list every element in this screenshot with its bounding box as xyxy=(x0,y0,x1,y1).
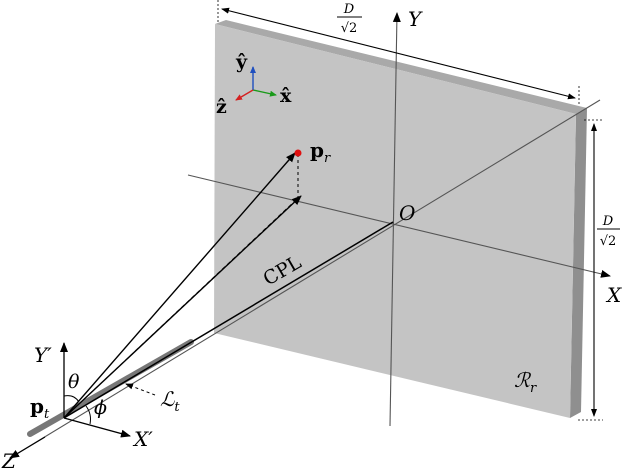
label-unit-x: x̂ xyxy=(280,85,292,107)
label-x-prime: X′ xyxy=(132,427,153,451)
x-axis xyxy=(187,174,611,278)
label-phi: ϕ xyxy=(94,397,107,419)
label-region: ℛr xyxy=(514,368,537,396)
label-pt-sub: t xyxy=(44,407,50,422)
dim-right-den: √2 xyxy=(600,234,617,249)
point-pr xyxy=(294,149,302,157)
dim-top-fraction: D √2 xyxy=(337,2,362,36)
label-unit-y: ŷ xyxy=(235,51,248,73)
label-pr-sub: r xyxy=(324,151,331,166)
label-lt: ℒt xyxy=(160,387,180,415)
label-pt-main: p xyxy=(30,394,44,418)
lt-pointer xyxy=(125,383,156,396)
ray-dashed xyxy=(63,198,298,419)
dimension-lines xyxy=(217,0,603,421)
label-x: X xyxy=(605,283,622,307)
cpl-line xyxy=(63,221,394,419)
z-axis xyxy=(9,99,601,459)
label-pr-main: p xyxy=(310,138,324,162)
label-pr: pr xyxy=(310,138,331,166)
label-y: Y xyxy=(408,7,423,31)
label-unit-z: ẑ xyxy=(216,96,227,118)
label-z: Z xyxy=(1,449,17,472)
local-axes xyxy=(60,342,156,438)
x-prime-axis xyxy=(63,417,131,438)
phi-arc xyxy=(85,405,91,425)
ray-to-pr xyxy=(63,152,296,419)
label-pt: pt xyxy=(30,394,50,422)
label-theta: θ xyxy=(68,371,80,393)
label-lt-main: ℒ xyxy=(160,387,175,411)
rays xyxy=(63,152,394,419)
label-y-prime: Y′ xyxy=(34,343,52,367)
z-axis-near xyxy=(9,436,46,459)
dim-top-den: √2 xyxy=(341,21,358,36)
label-region-sub: r xyxy=(530,381,537,396)
dim-right-fraction: D √2 xyxy=(597,214,620,249)
label-lt-sub: t xyxy=(174,400,180,415)
label-region-main: ℛ xyxy=(514,368,532,392)
theta-arc xyxy=(63,395,80,403)
panel-side-edge xyxy=(570,108,587,418)
dim-right-num: D xyxy=(602,214,614,229)
dim-top-num: D xyxy=(343,2,355,17)
transmitter-line xyxy=(27,339,194,437)
dim-top xyxy=(221,7,576,100)
label-origin: O xyxy=(399,201,415,225)
panel-face xyxy=(214,24,576,418)
